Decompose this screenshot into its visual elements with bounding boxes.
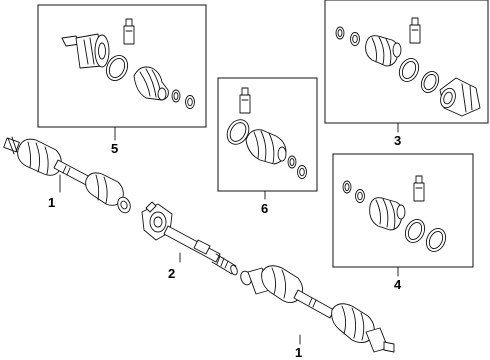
cv-boot-icon — [365, 35, 402, 67]
kit-box-5: 5 — [37, 4, 207, 156]
callout-1-right: 1 — [295, 345, 302, 360]
axle-shaft-right: 1 — [240, 265, 395, 360]
callout-5: 5 — [111, 141, 118, 156]
kit-box-4-frame — [332, 153, 474, 268]
snap-ring-icon — [342, 180, 352, 194]
grease-tube-icon — [413, 175, 425, 202]
callout-2: 2 — [168, 266, 175, 281]
clamp-ring-icon — [425, 228, 447, 252]
kit-box-3-frame — [324, 0, 489, 124]
clamp-ring-icon — [420, 71, 440, 93]
clamp-ring-icon — [105, 55, 129, 81]
snap-ring-icon — [335, 26, 345, 40]
cv-boot-icon — [133, 66, 169, 101]
callout-3: 3 — [394, 133, 401, 148]
grease-tube-icon — [239, 87, 251, 114]
grease-tube-icon — [123, 18, 135, 45]
washer-icon — [355, 189, 365, 203]
kit-box-6: 6 — [217, 77, 318, 216]
snap-ring-icon — [171, 89, 181, 103]
washer-icon — [297, 165, 307, 179]
kit-box-4: 4 — [332, 153, 474, 292]
kit-box-6-frame — [217, 77, 318, 192]
kit-box-3: 3 — [324, 0, 489, 148]
grease-tube-icon — [409, 17, 421, 44]
joint-housing-icon — [439, 77, 481, 117]
cv-joint-icon — [61, 33, 110, 69]
clamp-ring-icon — [398, 58, 420, 82]
callout-1-left: 1 — [48, 195, 55, 210]
kit-box-5-frame — [37, 4, 207, 128]
callout-4: 4 — [394, 277, 402, 292]
washer-icon — [350, 32, 360, 46]
clamp-ring-icon — [226, 119, 250, 145]
callout-6: 6 — [261, 201, 268, 216]
cv-boot-icon — [245, 129, 287, 165]
axle-shaft-left: 1 — [3, 136, 131, 214]
intermediate-shaft: 2 — [141, 201, 238, 281]
cv-boot-icon — [369, 197, 406, 231]
clamp-ring-icon — [404, 219, 426, 243]
washer-icon — [185, 95, 195, 109]
snap-ring-icon — [287, 155, 297, 169]
